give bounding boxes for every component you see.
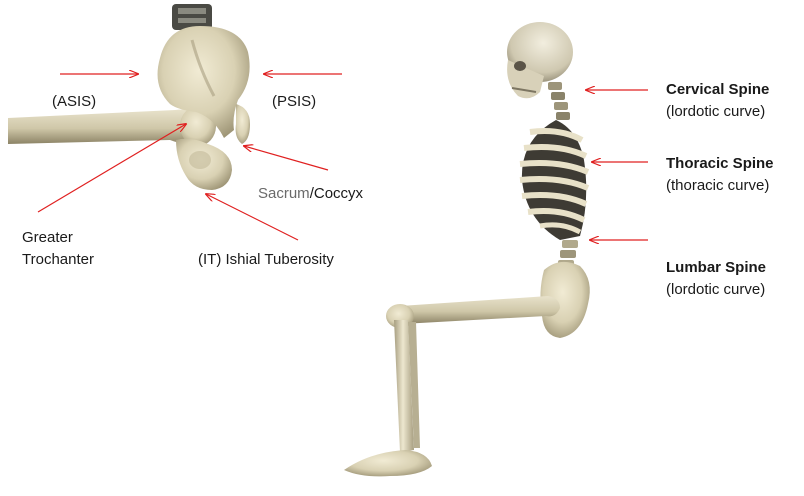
label-ishial-tuberosity: (IT) Ishial Tuberosity: [198, 250, 334, 269]
label-cervical-curve: (lordotic curve): [666, 102, 765, 121]
label-cervical-spine: Cervical Spine: [666, 80, 769, 99]
arrow-sacrum: [244, 146, 328, 170]
label-trochanter: Trochanter: [22, 250, 94, 269]
label-sacrum: Sacrum: [258, 185, 310, 202]
label-asis: (ASIS): [52, 92, 96, 111]
label-coccyx: /Coccyx: [310, 185, 363, 202]
label-thoracic-spine: Thoracic Spine: [666, 154, 774, 173]
arrow-greater-trochanter: [38, 124, 186, 212]
label-psis: (PSIS): [272, 92, 316, 111]
label-sacrum-coccyx: Sacrum/Coccyx: [258, 184, 363, 203]
label-lumbar-spine: Lumbar Spine: [666, 258, 766, 277]
label-thoracic-curve: (thoracic curve): [666, 176, 769, 195]
label-lumbar-curve: (lordotic curve): [666, 280, 765, 299]
label-greater: Greater: [22, 228, 73, 247]
